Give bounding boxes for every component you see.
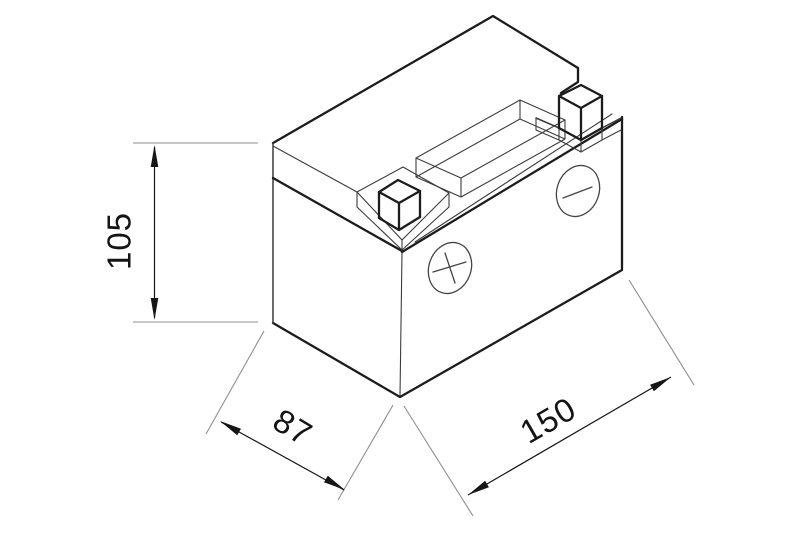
shelf-left-edge: [535, 117, 560, 129]
plus-well-walls: [356, 191, 450, 251]
battery-body: [271, 14, 624, 399]
width-dimension-label: 87: [267, 401, 319, 453]
width-arrow-left: [220, 421, 241, 436]
plus-cube-sides: [377, 189, 422, 232]
top-bevel-line: [414, 113, 613, 243]
battery-lower-silhouette: [271, 115, 624, 399]
width-extension-right: [337, 404, 394, 501]
length-arrow-left: [468, 480, 489, 495]
shelf-right-edge: [601, 117, 622, 129]
top-platform-edge: [272, 145, 358, 193]
minus-circle: [555, 164, 601, 218]
minus-cube-bottom: [557, 126, 604, 142]
width-extension-left: [205, 330, 265, 435]
plus-circle: [427, 241, 473, 295]
plus-terminal-icon: [427, 241, 473, 295]
dimension-width: 87: [205, 330, 394, 501]
length-extension-right: [628, 279, 695, 386]
dimension-length: 150: [403, 279, 695, 517]
plus-well-floor: [356, 206, 450, 251]
height-arrow-up: [150, 145, 159, 167]
battery-front-right-top-edge: [400, 117, 624, 254]
top-recess-tray: [415, 99, 566, 198]
negative-terminal-assembly: [535, 83, 622, 153]
recess-wall-edges: [415, 99, 566, 198]
plus-cube-bottom: [377, 215, 422, 232]
length-arrow-right: [650, 377, 671, 392]
dimension-height: 105: [101, 142, 258, 323]
recess-floor: [415, 118, 566, 198]
shelf-front-walls: [535, 117, 603, 153]
battery-top-silhouette: [271, 14, 580, 145]
minus-cube-sides: [557, 94, 604, 142]
plus-cube-top: [377, 178, 422, 205]
width-dimension-line: [220, 421, 345, 491]
negative-terminal-cube: [557, 83, 604, 142]
battery-front-left-top-edge: [271, 176, 404, 253]
height-arrow-down: [150, 298, 159, 320]
shelf-front-bottom: [535, 129, 622, 153]
minus-cube-top: [557, 83, 604, 110]
battery-front-edge: [399, 252, 403, 397]
positive-terminal-cube: [377, 178, 422, 232]
plus-cross: [432, 252, 467, 284]
length-dimension-label: 150: [514, 390, 583, 451]
length-extension-left: [403, 405, 474, 517]
positive-terminal-assembly: [356, 166, 450, 251]
length-dimension-line: [467, 376, 672, 496]
width-arrow-right: [324, 475, 345, 490]
minus-terminal-icon: [555, 164, 601, 218]
height-dimension-label: 105: [101, 212, 138, 270]
minus-dash: [562, 186, 593, 199]
